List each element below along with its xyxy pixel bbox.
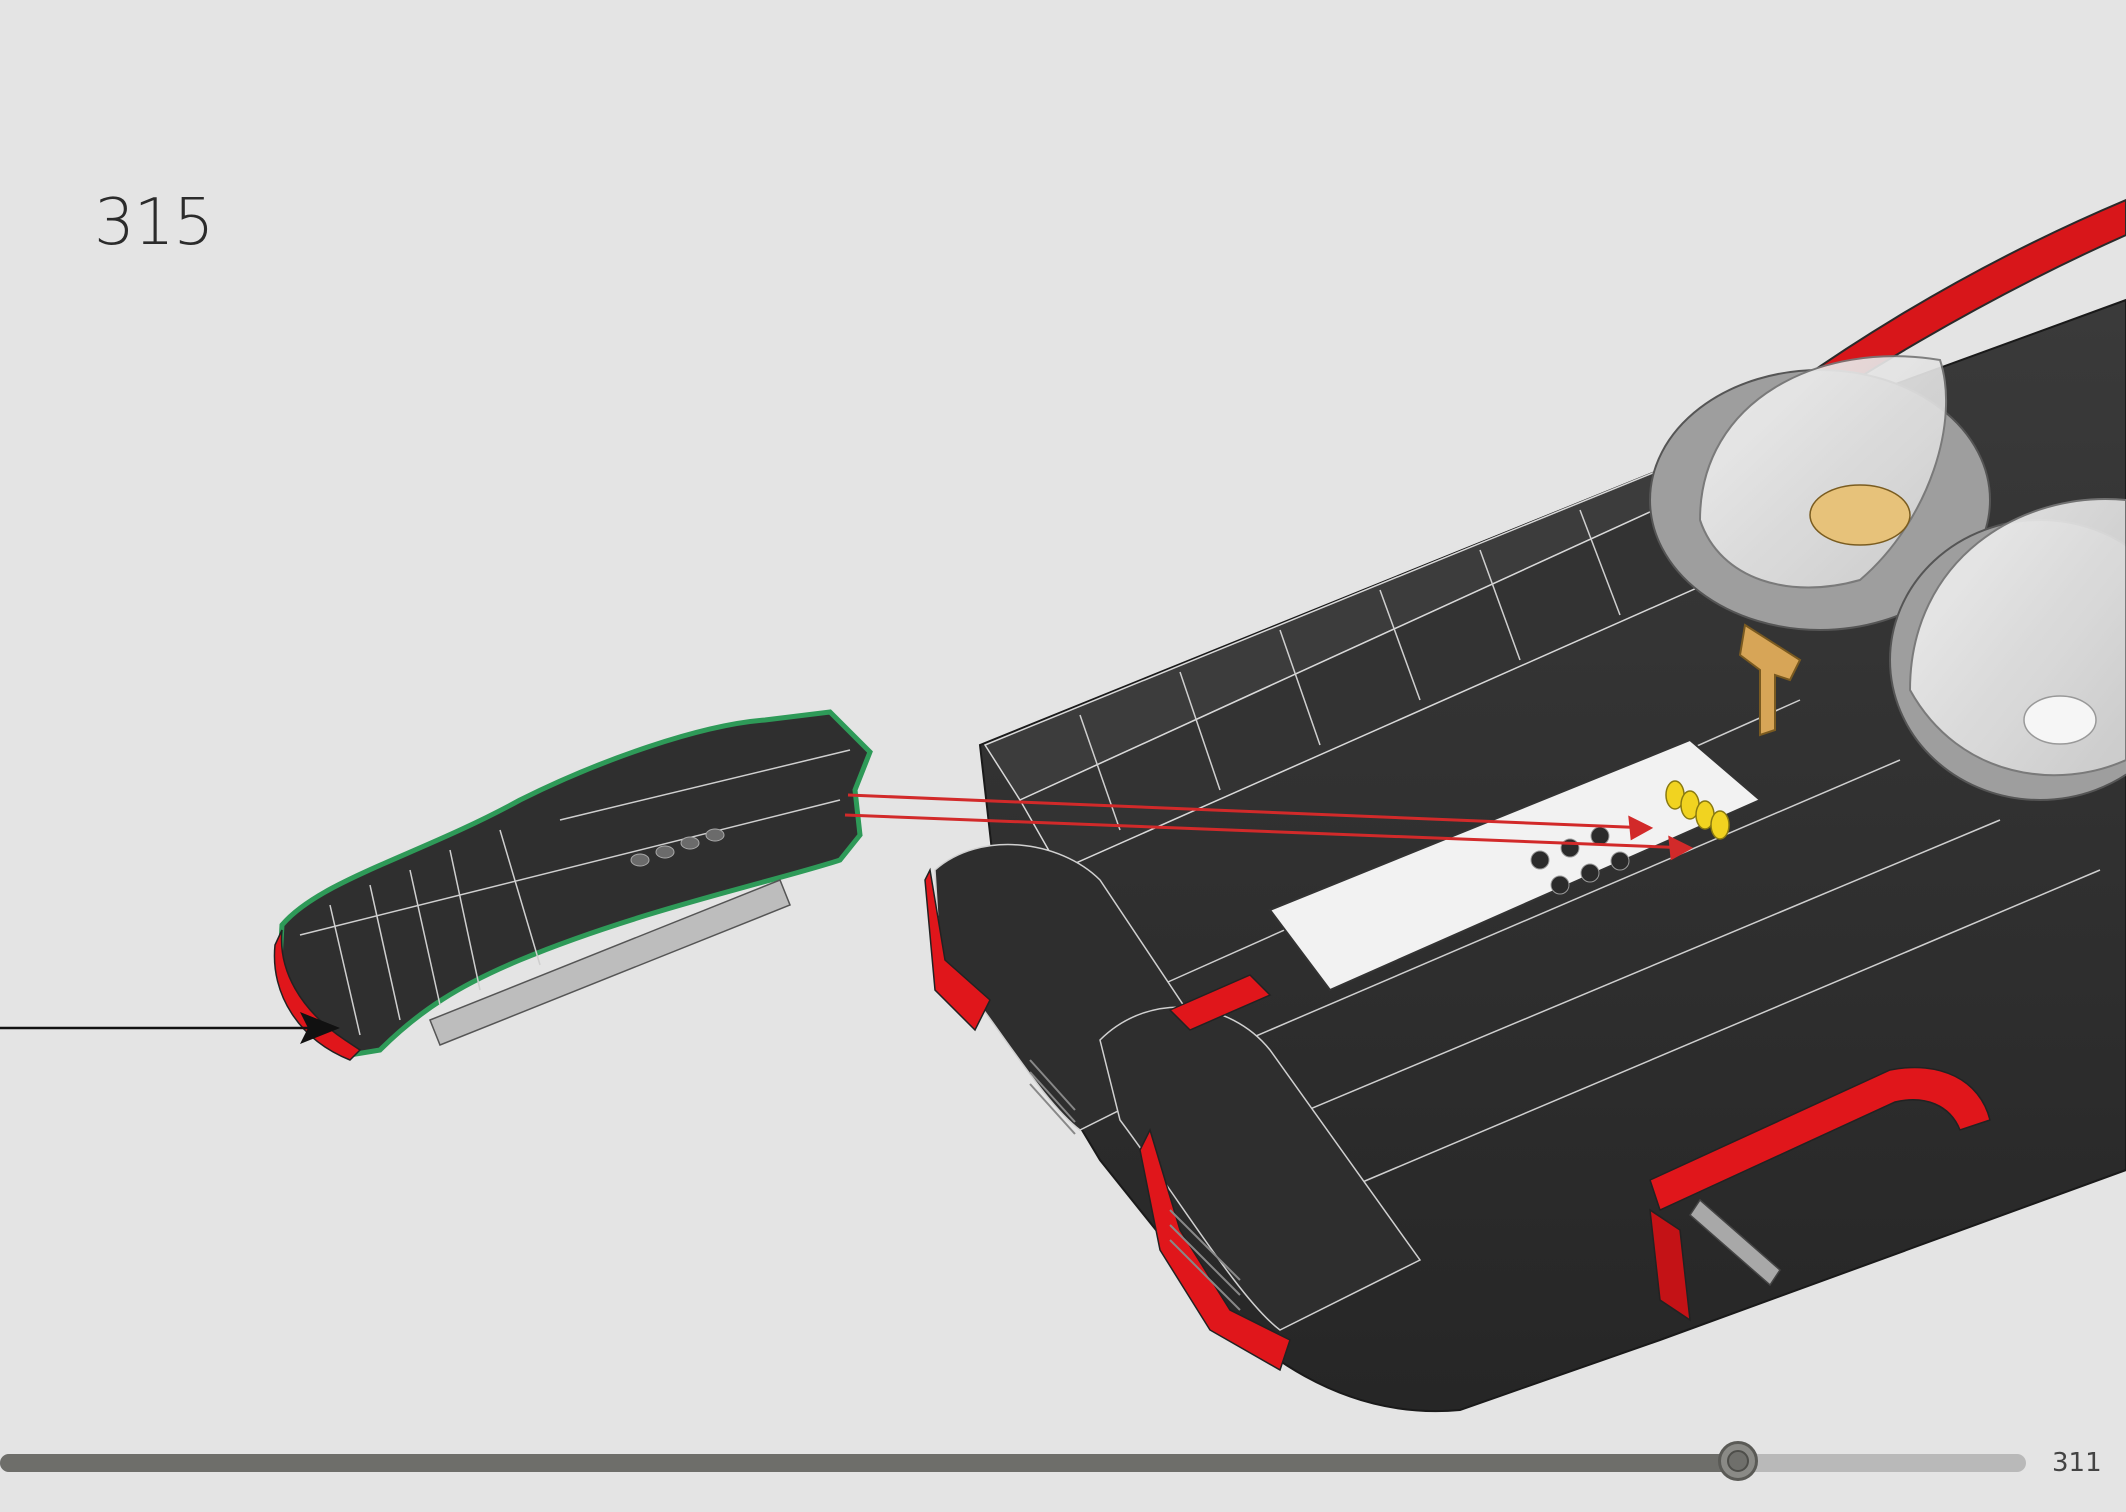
engine-bay: [1268, 738, 1762, 992]
placement-lines: [844, 793, 1694, 861]
batmobile-assembly: [924, 198, 2126, 1413]
red-trim-center: [1139, 1127, 1291, 1372]
build-illustration: [0, 198, 2126, 1413]
page-number: 311: [2052, 1448, 2102, 1478]
cockpit-dome-front: [1889, 498, 2126, 801]
red-trim-left: [924, 867, 991, 1032]
exhaust-rod: [1689, 1198, 1781, 1287]
part-outline: [277, 709, 873, 1058]
slider-knob-icon[interactable]: [1718, 1441, 1759, 1481]
arrow-right-icon: [0, 1012, 340, 1044]
part-gray-strip: [429, 879, 791, 1046]
yellow-spring: [1665, 780, 1730, 840]
new-part-highlighted: [273, 709, 873, 1061]
red-bumper-right: [1649, 1066, 1991, 1212]
progress-fill: [0, 1454, 1739, 1472]
progress-bar[interactable]: [0, 1441, 2026, 1481]
cockpit-dome-rear: [1649, 355, 1991, 631]
step-number: 315: [94, 186, 214, 260]
red-bumper-lower: [1649, 1208, 1691, 1322]
tan-lever: [1738, 623, 1802, 737]
red-light-1: [1168, 974, 1272, 1031]
